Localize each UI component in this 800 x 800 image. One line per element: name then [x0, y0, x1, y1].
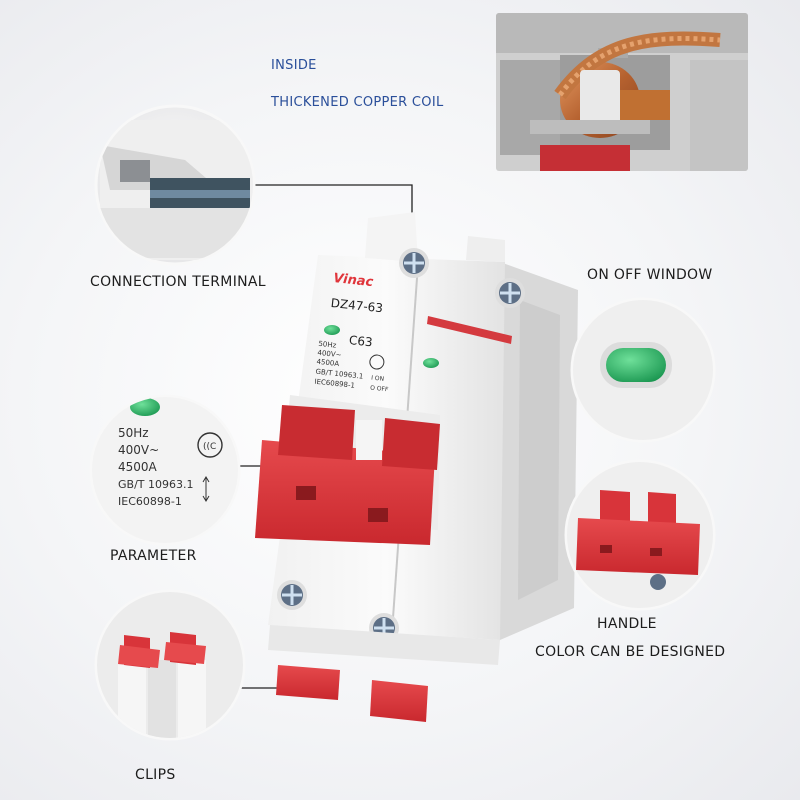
color-designed-label: COLOR CAN BE DESIGNED	[535, 644, 726, 660]
on-text: I ON	[371, 375, 385, 383]
connection-terminal-zoom	[94, 104, 256, 266]
rating-text: C63	[348, 333, 373, 349]
clips-label: CLIPS	[135, 767, 176, 783]
param-std2: IEC60898-1	[118, 495, 182, 508]
param-freq: 50Hz	[118, 426, 149, 440]
handle-zoom	[564, 459, 716, 611]
off-text: O OFF	[370, 384, 389, 393]
param-std1: GB/T 10963.1	[118, 478, 193, 491]
svg-text:((C: ((C	[203, 442, 216, 452]
copper-coil-label: THICKENED COPPER COIL	[271, 95, 444, 110]
on-off-window-label: ON OFF WINDOW	[587, 267, 713, 283]
param-capacity: 4500A	[118, 460, 158, 474]
freq-text: 50Hz	[318, 340, 337, 350]
voltage-text: 400V~	[317, 349, 342, 359]
copper-coil-photo	[496, 13, 748, 171]
param-voltage: 400V~	[118, 443, 159, 457]
handle-label: HANDLE	[597, 616, 657, 632]
parameter-label: PARAMETER	[110, 548, 197, 564]
brand-logo: Vinac	[333, 271, 375, 290]
green-indicator-icon	[606, 348, 666, 382]
ccc-mark-icon	[197, 432, 223, 458]
model-text: DZ47-63	[330, 296, 384, 315]
parameter-zoom: 50Hz 400V~ 4500A GB/T 10963.1 IEC60898-1…	[89, 394, 241, 546]
capacity-text: 4500A	[316, 358, 340, 368]
on-off-window-zoom	[570, 297, 716, 443]
connection-terminal-label: CONNECTION TERMINAL	[90, 274, 266, 290]
circuit-breaker: Vinac DZ47-63 C63 50Hz 400V~ 4500A GB/T …	[255, 212, 578, 722]
inside-label: INSIDE	[271, 58, 317, 73]
clips-zoom	[94, 589, 246, 741]
